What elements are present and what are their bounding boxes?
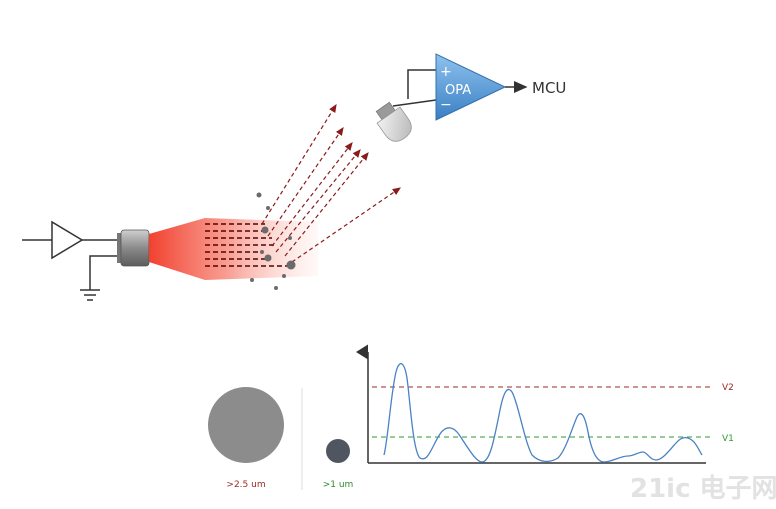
beam-dash-lines [205, 223, 290, 267]
opamp: + OPA − MCU [435, 53, 566, 121]
large-particle-circle [208, 387, 284, 463]
scatter-arrow [275, 149, 361, 253]
small-particle-circle [326, 439, 350, 463]
particle [274, 286, 278, 290]
particle [286, 260, 296, 270]
buffer-triangle-icon [51, 220, 84, 260]
particle [282, 274, 286, 278]
particle [266, 206, 270, 210]
photodiode [375, 69, 437, 142]
scatter-arrow [261, 103, 337, 225]
particle [261, 226, 269, 234]
particle [256, 192, 262, 198]
ground-wire [89, 255, 118, 290]
minus-sign: − [440, 97, 452, 113]
particle-size-legend: >2.5 um >1 um [208, 387, 353, 490]
driver-circuit [22, 220, 118, 301]
laser-emitter [117, 229, 150, 267]
dust-particles [250, 192, 296, 290]
scatter-arrow [291, 187, 401, 263]
scatter-arrow [271, 142, 353, 247]
particle [264, 254, 272, 262]
particle [250, 278, 254, 282]
signal-plot: V2 V1 [356, 344, 734, 464]
scatter-arrows [261, 103, 401, 263]
watermark: 21ic 电子网 [630, 474, 776, 504]
scatter-arrow [284, 152, 369, 257]
small-particle-label: >1 um [323, 480, 354, 490]
particle [288, 236, 292, 240]
particle [260, 250, 264, 254]
v1-label: V1 [722, 434, 734, 444]
mcu-label: MCU [532, 79, 566, 97]
scatter-arrow [267, 127, 344, 237]
plus-sign: + [440, 64, 452, 80]
v2-label: V2 [722, 383, 734, 393]
signal-waveform [383, 363, 703, 463]
laser-beam [149, 218, 318, 280]
opamp-label: OPA [445, 83, 471, 98]
large-particle-label: >2.5 um [226, 480, 265, 490]
